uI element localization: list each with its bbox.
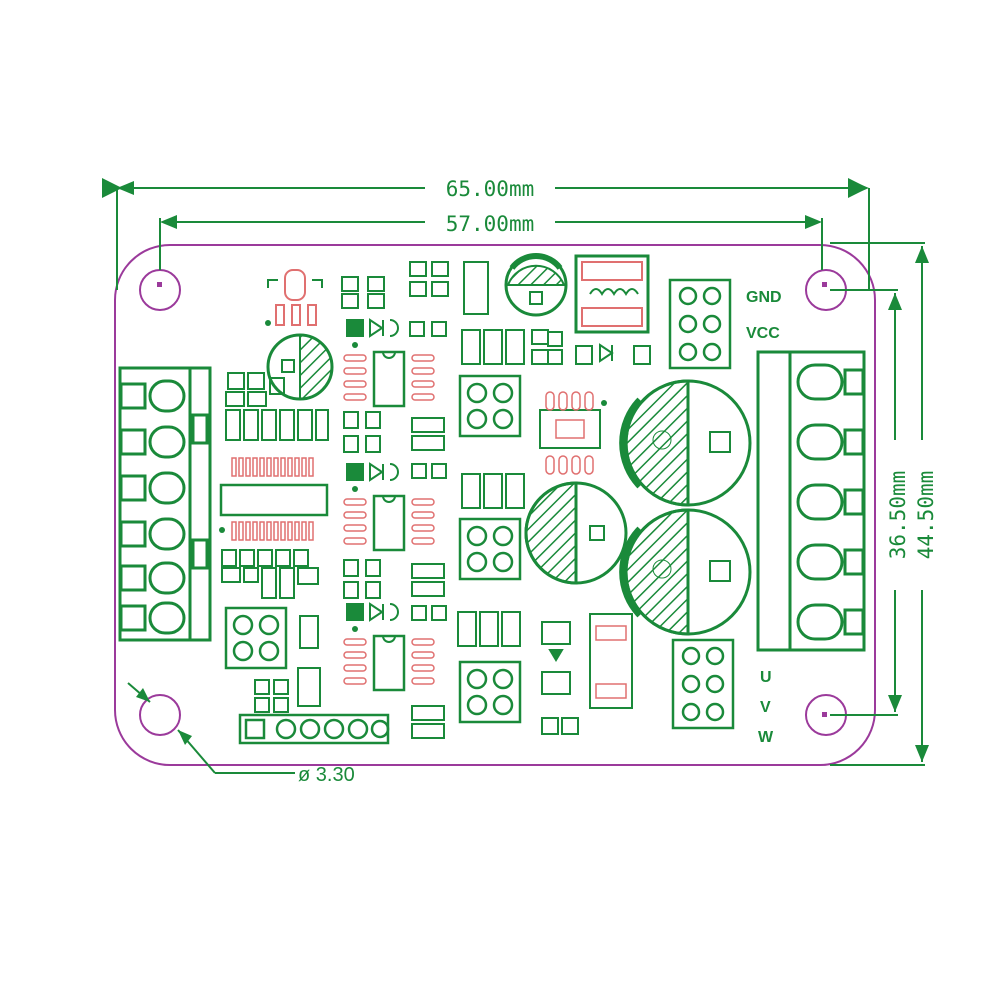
dim-height-inner: 36.50mm: [886, 471, 910, 560]
left-terminal-block: [118, 366, 212, 642]
dimension-lines: [102, 178, 925, 774]
label-w: W: [758, 729, 774, 746]
header-gnd-vcc: [668, 278, 732, 370]
right-terminal-block: [756, 350, 866, 652]
dim-width-outer: 65.00mm: [446, 177, 535, 201]
hole-top-left: [139, 269, 181, 311]
capacitor-large-2: [619, 508, 752, 636]
label-u: U: [760, 669, 772, 686]
left-terminal-pins: [119, 413, 209, 635]
dim-width-inner: 57.00mm: [446, 212, 535, 236]
red-pads: [545, 391, 627, 699]
header-uvw: [671, 638, 735, 730]
ic-driver-1: [343, 350, 435, 408]
board-outline: [114, 244, 876, 766]
top-transistor: [265, 269, 323, 326]
quad-pads: [224, 374, 522, 724]
inductor: [574, 254, 650, 334]
capacitor-small-2: [266, 333, 334, 401]
capacitor-medium: [524, 481, 628, 585]
bottom-header: [238, 713, 390, 745]
ic-driver-3: [343, 634, 435, 692]
ic-driver-2: [343, 494, 435, 552]
diodes: [346, 318, 614, 662]
hole-bottom-left: [139, 694, 181, 736]
dim-height-outer: 44.50mm: [914, 471, 938, 560]
label-gnd: GND: [746, 289, 782, 306]
capacitor-large-1: [619, 379, 752, 507]
dim-hole-diameter: ø 3.30: [298, 764, 355, 786]
smd-components: [221, 261, 651, 739]
ic-main: [219, 457, 329, 541]
mounting-holes: [139, 269, 847, 736]
label-v: V: [760, 699, 771, 716]
label-vcc: VCC: [746, 325, 780, 342]
capacitor-small-1: [504, 253, 568, 317]
